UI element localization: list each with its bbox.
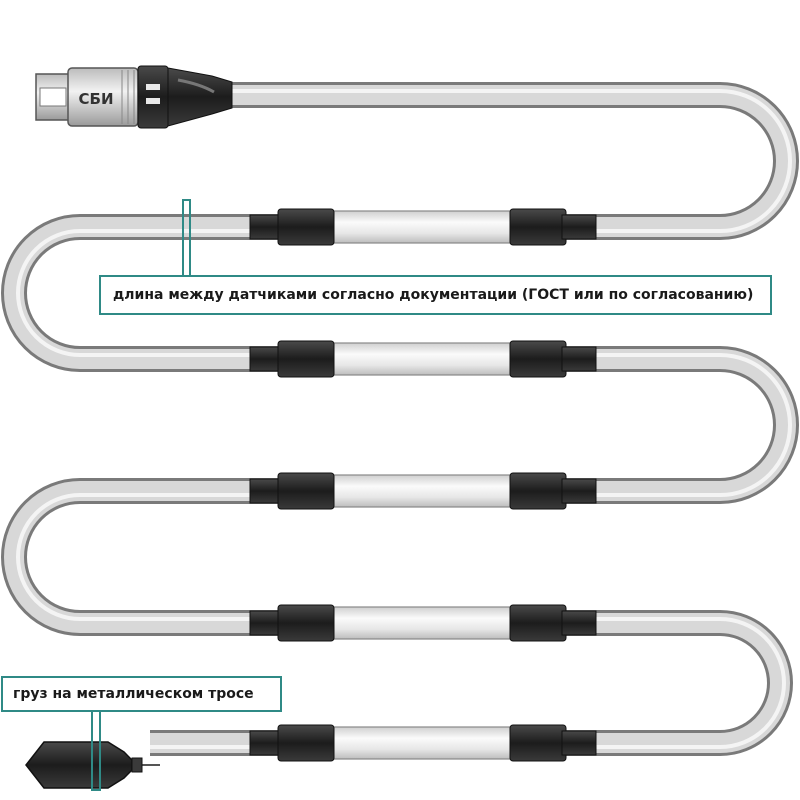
connector: СБИ [35, 65, 233, 129]
sensor-spacing-callout: длина между датчиками согласно документа… [99, 275, 772, 315]
connector-pin-slot [39, 87, 67, 107]
cable-outline [1, 82, 799, 756]
weight-body [25, 741, 133, 789]
sensor-3 [249, 472, 597, 510]
sensor-2 [249, 340, 597, 378]
sensor-4 [249, 604, 597, 642]
sensor-5 [249, 724, 597, 762]
sensor-1 [249, 208, 597, 246]
connector-boot [167, 67, 233, 127]
callout-leader-length [182, 199, 191, 277]
cable-body [4, 85, 796, 753]
cable-highlight [16, 89, 792, 749]
sensors [249, 208, 597, 762]
cable [1, 82, 799, 756]
connector-label: СБИ [79, 90, 114, 108]
callout-leader-weight [91, 712, 101, 791]
connector-grip [137, 65, 169, 129]
weight [25, 741, 160, 789]
weight-callout: груз на металлическом тросе [1, 676, 282, 712]
